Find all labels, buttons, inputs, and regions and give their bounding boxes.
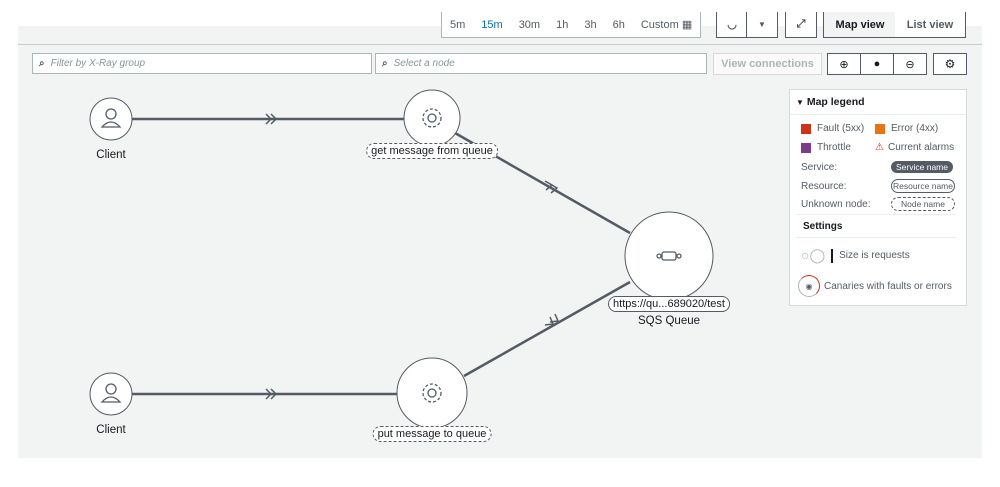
range-3h[interactable]: 3h	[584, 19, 597, 31]
expand-icon: ⤢	[796, 18, 806, 30]
zoom-in-icon: ⊕	[839, 58, 849, 71]
arrow-icon	[265, 388, 278, 400]
put-message-label: put message to queue	[372, 426, 492, 442]
edge-put-sqs[interactable]	[463, 280, 631, 378]
search-icon: ⌕	[39, 58, 45, 69]
queue-icon	[656, 251, 682, 261]
list-view-button[interactable]: List view	[895, 12, 966, 38]
xray-group-filter-input[interactable]: ⌕Filter by X-Ray group	[32, 53, 372, 74]
zoom-controls: ⊕ ● ⊖	[827, 53, 927, 75]
toolbar-divider	[18, 44, 982, 45]
client-top-label: Client	[96, 149, 126, 161]
map-legend: ▼ Map legend Fault (5xx) Error (4xx) Thr…	[789, 89, 967, 306]
size-circles-icon: ○◯	[801, 247, 826, 263]
range-1h[interactable]: 1h	[556, 19, 569, 31]
settings-heading: Settings	[803, 221, 843, 232]
refresh-icon: ◡	[727, 19, 737, 31]
user-icon	[100, 383, 122, 403]
reset-zoom-button[interactable]: ●	[861, 54, 894, 74]
gear-icon	[422, 383, 442, 403]
arrow-icon	[544, 180, 559, 194]
search-icon: ⌕	[382, 58, 388, 69]
get-message-label: get message from queue	[366, 143, 498, 159]
refresh-dropdown-button[interactable]: ▼	[746, 12, 778, 38]
fullscreen-button[interactable]: ⤢	[785, 12, 817, 38]
calendar-icon: ▦	[681, 19, 693, 31]
sqs-url-label: https://qu...689020/test	[608, 296, 730, 312]
range-30m[interactable]: 30m	[518, 19, 541, 31]
range-custom[interactable]: Custom ▦	[640, 19, 693, 31]
sqs-name-label: SQS Queue	[637, 315, 701, 327]
user-icon	[100, 108, 122, 128]
gear-icon	[422, 108, 442, 128]
map-settings-button[interactable]: ⚙	[933, 53, 967, 75]
legend-toggle[interactable]: ▼ Map legend	[790, 90, 966, 115]
arrow-icon	[544, 313, 560, 326]
zoom-out-icon: ⊖	[905, 58, 915, 71]
zoom-in-button[interactable]: ⊕	[828, 54, 861, 74]
throttle-swatch	[801, 142, 811, 153]
resource-label: Resource:	[801, 181, 847, 192]
time-range-selector: 5m 15m 30m 1h 3h 6h Custom ▦	[441, 12, 702, 38]
arrow-icon	[265, 113, 278, 125]
client-bottom-label: Client	[96, 424, 126, 436]
get-message-node[interactable]	[403, 89, 461, 147]
range-5m[interactable]: 5m	[450, 19, 466, 31]
error-swatch	[875, 123, 885, 134]
zoom-out-button[interactable]: ⊖	[894, 54, 926, 74]
map-view-button[interactable]: Map view	[823, 12, 897, 38]
refresh-button[interactable]: ◡	[716, 12, 748, 38]
node-select-input[interactable]: ⌕Select a node	[375, 53, 707, 74]
caret-down-icon: ▼	[758, 20, 766, 29]
fault-swatch	[801, 123, 811, 134]
unknown-node-label: Unknown node:	[801, 199, 871, 210]
size-requests-setting[interactable]: ○◯Size is requests	[801, 247, 910, 263]
caret-down-icon: ▼	[796, 98, 804, 107]
service-tag: Service name	[891, 161, 953, 173]
resource-tag: Resource name	[891, 179, 955, 193]
sqs-queue-node[interactable]	[624, 211, 714, 301]
alarm-icon: ⚠	[875, 142, 884, 153]
service-label: Service:	[801, 162, 838, 173]
gear-icon: ⚙	[944, 57, 956, 71]
unknown-node-tag: Node name	[891, 197, 955, 211]
range-6h[interactable]: 6h	[612, 19, 625, 31]
canaries-setting[interactable]: ◉Canaries with faults or errors	[798, 275, 952, 297]
view-connections-button[interactable]: View connections	[713, 53, 822, 75]
put-message-node[interactable]	[396, 357, 468, 429]
range-15m[interactable]: 15m	[481, 19, 503, 31]
canary-icon: ◉	[798, 275, 820, 297]
dot-icon: ●	[873, 58, 881, 70]
